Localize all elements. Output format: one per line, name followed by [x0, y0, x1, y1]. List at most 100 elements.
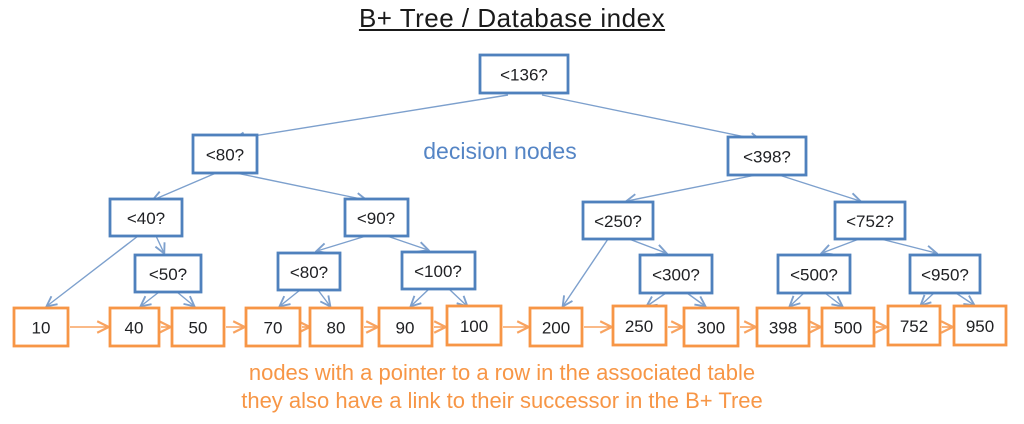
decision-node-label: <90?	[357, 209, 395, 228]
decision-node-box	[133, 253, 203, 294]
leaf-node-box	[377, 306, 434, 348]
leaf-node-50: 50	[170, 306, 226, 348]
decision-node-label: <500?	[790, 266, 838, 285]
edge-n136-n398	[541, 94, 760, 140]
leaf-node-label: 200	[542, 319, 570, 338]
decision-node-label: <40?	[127, 209, 165, 228]
edge-n136-n80a	[235, 94, 509, 139]
leaf-node-label: 80	[327, 319, 346, 338]
decision-node-n80a: <80?	[191, 133, 259, 175]
decision-node-box	[908, 253, 982, 295]
edge-n398-n752	[778, 174, 860, 201]
decision-node-box	[726, 135, 808, 177]
leaf-node-box	[170, 306, 226, 348]
leaf-node-label: 950	[966, 317, 994, 336]
leaf-node-398: 398	[755, 306, 811, 348]
leaf-node-box	[952, 304, 1008, 347]
decision-node-label: <136?	[500, 66, 548, 85]
leaf-node-label: 70	[264, 319, 283, 338]
edge-n90-n100	[386, 235, 428, 250]
decision-node-n950: <950?	[908, 253, 982, 295]
decision-node-box	[191, 133, 259, 175]
leaf-node-200: 200	[528, 306, 584, 348]
decision-node-label: <300?	[652, 266, 700, 285]
decision-node-box	[108, 197, 184, 238]
leaf-node-label: 100	[460, 317, 488, 336]
edge-n300-L300	[686, 292, 705, 306]
edge-n950-L950	[955, 292, 974, 305]
decision-nodes: <136? <80? <398? <40? <90? <250?	[108, 53, 982, 295]
edge-n100-L90	[411, 288, 430, 306]
leaf-node-70: 70	[244, 306, 302, 348]
decision-node-n398: <398?	[726, 135, 808, 177]
edge-n398-n250	[627, 174, 757, 201]
edge-n950-L752	[921, 292, 935, 305]
tree-edges	[47, 94, 974, 306]
decision-node-box	[833, 200, 907, 241]
decision-node-n90: <90?	[343, 197, 410, 238]
edge-n250-n300	[628, 238, 666, 253]
decision-node-n40: <40?	[108, 197, 184, 238]
edge-n300-L250	[647, 292, 667, 306]
leaf-caption-line1: nodes with a pointer to a row in the ass…	[248, 360, 756, 385]
leaf-node-label: 50	[189, 319, 208, 338]
leaf-node-100: 100	[445, 304, 503, 347]
decision-node-box	[343, 197, 410, 238]
decision-node-label: <398?	[743, 148, 791, 167]
edge-n90-n80b	[317, 235, 367, 251]
decision-node-n80b: <80?	[276, 251, 342, 292]
decision-node-n752: <752?	[833, 200, 907, 241]
leaf-node-box	[12, 306, 70, 348]
decision-node-label: <250?	[594, 212, 642, 231]
edge-n40-L10	[47, 235, 139, 306]
leaf-node-10: 10	[12, 306, 70, 348]
leaf-node-250: 250	[611, 304, 668, 347]
leaf-node-80: 80	[308, 306, 364, 348]
decision-node-box	[276, 251, 342, 292]
decision-node-n50: <50?	[133, 253, 203, 294]
leaf-node-box	[820, 306, 876, 348]
decision-node-box	[638, 253, 714, 295]
edge-n80b-L80	[317, 289, 330, 306]
decision-node-label: <80?	[290, 263, 328, 282]
edge-n250-L200	[563, 238, 609, 306]
edge-n500-L500	[824, 292, 842, 306]
leaf-node-box	[244, 306, 302, 348]
leaf-node-box	[682, 306, 740, 348]
decision-node-label: <50?	[149, 265, 187, 284]
leaf-nodes: 10 40 50 70 80 90	[12, 304, 1008, 348]
leaf-node-950: 950	[952, 304, 1008, 347]
leaf-node-90: 90	[377, 306, 434, 348]
leaf-node-40: 40	[108, 306, 161, 348]
edge-n80a-n90	[235, 172, 366, 200]
decision-node-n136: <136?	[478, 53, 570, 95]
decision-nodes-annotation: decision nodes	[423, 138, 577, 164]
edge-n80b-L70	[280, 289, 301, 306]
decision-node-label: <100?	[414, 262, 462, 281]
leaf-node-label: 300	[697, 319, 725, 338]
decision-node-label: <752?	[846, 212, 894, 231]
decision-node-box	[581, 200, 655, 241]
leaf-node-label: 398	[769, 319, 797, 338]
decision-node-box	[478, 53, 570, 95]
leaf-caption-line2: they also have a link to their successor…	[241, 388, 763, 413]
decision-node-box	[400, 250, 477, 291]
edge-n50-L40	[141, 291, 160, 306]
decision-node-n250: <250?	[581, 200, 655, 241]
leaf-node-box	[611, 304, 668, 347]
leaf-node-label: 752	[900, 317, 928, 336]
leaf-node-500: 500	[820, 306, 876, 348]
edge-n50-L50	[176, 291, 194, 306]
leaf-node-box	[755, 306, 811, 348]
leaf-node-label: 500	[834, 319, 862, 338]
leaf-node-box	[528, 306, 584, 348]
edge-n752-n950	[880, 238, 936, 253]
edge-n100-L100	[448, 288, 467, 306]
leaf-node-label: 40	[125, 319, 144, 338]
edge-n500-L398	[790, 292, 805, 306]
decision-node-n100: <100?	[400, 250, 477, 291]
decision-node-box	[776, 253, 852, 295]
leaf-node-box	[886, 304, 942, 347]
